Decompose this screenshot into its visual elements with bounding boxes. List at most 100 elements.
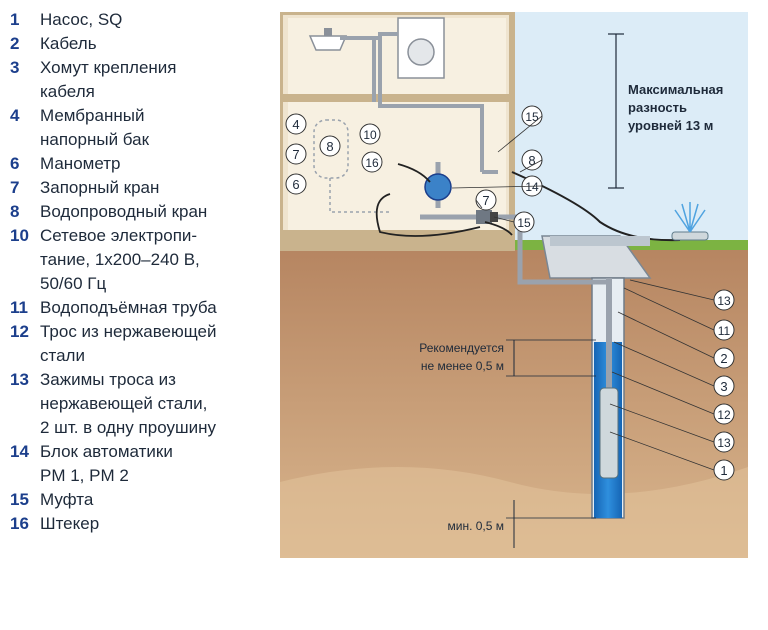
legend-item: 13 Зажимы троса из нержавеющей стали, 2 ш… — [10, 368, 272, 440]
svg-text:12: 12 — [717, 408, 731, 422]
sink — [308, 35, 348, 51]
svg-text:2: 2 — [720, 351, 727, 366]
pump — [599, 387, 619, 479]
callout-8: 8 — [319, 135, 341, 157]
callout-7: 7 — [475, 189, 497, 211]
washing-machine — [397, 17, 445, 79]
svg-text:1: 1 — [720, 463, 727, 478]
callout-6: 6 — [285, 173, 307, 195]
power-cable — [375, 163, 513, 237]
legend-text: Зажимы троса из нержавеющей стали, 2 шт.… — [40, 370, 216, 437]
svg-text:6: 6 — [292, 177, 299, 192]
lower-room — [288, 102, 506, 230]
legend-item: 6 Манометр — [10, 152, 272, 176]
svg-text:14: 14 — [525, 180, 539, 194]
legend: 1 Насос, SQ 2 Кабель 3 Хомут крепления кабе… — [10, 8, 272, 536]
callout-2: 2 — [713, 347, 735, 369]
svg-text:10: 10 — [363, 128, 377, 142]
legend-number: 13 — [10, 370, 29, 389]
foundation — [280, 230, 512, 248]
svg-text:13: 13 — [717, 294, 731, 308]
sprinkler-cable — [511, 171, 681, 242]
coupling — [476, 210, 492, 224]
leader-lines — [451, 115, 715, 471]
svg-text:3: 3 — [720, 379, 727, 394]
callout-13: 13 — [713, 431, 735, 453]
legend-text: Кабель — [40, 34, 97, 53]
legend-item: 4 Мембранный напорный бак — [10, 104, 272, 152]
legend-text: Мембранный напорный бак — [40, 106, 150, 149]
legend-text: Штекер — [40, 514, 100, 533]
svg-text:13: 13 — [717, 436, 731, 450]
legend-item: 16 Штекер — [10, 512, 272, 536]
legend-text: Муфта — [40, 490, 94, 509]
diagram-svg: Максимальная разность уровней 13 м Реком… — [277, 9, 748, 558]
callout-8: 8 — [521, 149, 543, 171]
legend-number: 16 — [10, 514, 29, 533]
callout-12: 12 — [713, 403, 735, 425]
legend-number: 4 — [10, 106, 20, 125]
membrane-tank — [313, 119, 349, 179]
legend-item: 8 Водопроводный кран — [10, 200, 272, 224]
svg-text:7: 7 — [482, 193, 489, 208]
house-pipe — [340, 32, 498, 174]
callout-1: 1 — [713, 459, 735, 481]
callout-15: 15 — [521, 105, 543, 127]
legend-number: 15 — [10, 490, 29, 509]
legend-text: Насос, SQ — [40, 10, 123, 29]
svg-text:15: 15 — [525, 110, 539, 124]
legend-item: 3 Хомут крепления кабеля — [10, 56, 272, 104]
callout-16: 16 — [361, 151, 383, 173]
legend-text: Запорный кран — [40, 178, 160, 197]
legend-item: 7 Запорный кран — [10, 176, 272, 200]
max-diff-label-2: разность — [628, 100, 687, 115]
legend-number: 12 — [10, 322, 29, 341]
svg-text:8: 8 — [528, 153, 535, 168]
sky — [512, 12, 748, 248]
control-unit — [424, 173, 452, 201]
callout-3: 3 — [713, 375, 735, 397]
legend-number: 7 — [10, 178, 20, 197]
riser-pipe — [606, 278, 612, 388]
legend-number: 6 — [10, 154, 20, 173]
legend-number: 1 — [10, 10, 20, 29]
sprinkler — [671, 231, 709, 241]
legend-item: 15 Муфта — [10, 488, 272, 512]
callout-13: 13 — [713, 289, 735, 311]
sprinkler-spray — [674, 202, 706, 233]
max-diff-label-3: уровней 13 м — [628, 118, 713, 133]
svg-text:4: 4 — [292, 117, 299, 132]
svg-text:16: 16 — [365, 156, 379, 170]
legend-item: 12 Трос из нержавеющей стали — [10, 320, 272, 368]
upper-room — [288, 18, 506, 94]
svg-text:11: 11 — [718, 324, 731, 338]
legend-text: Хомут крепления кабеля — [40, 58, 177, 101]
floor-slab — [280, 94, 512, 102]
legend-number: 2 — [10, 34, 20, 53]
legend-text: Трос из нержавеющей стали — [40, 322, 217, 365]
legend-number: 10 — [10, 226, 29, 245]
callout-11: 11 — [713, 319, 735, 341]
callout-10: 10 — [359, 123, 381, 145]
legend-number: 11 — [10, 298, 28, 317]
legend-text: Манометр — [40, 154, 121, 173]
svg-text:15: 15 — [517, 216, 531, 230]
tank-pipe — [329, 178, 390, 213]
recommend-label-1: Рекомендуется — [419, 341, 504, 355]
svg-text:8: 8 — [326, 139, 333, 154]
max-diff-label-1: Максимальная — [628, 82, 723, 97]
well-box-front — [550, 236, 650, 246]
legend-number: 8 — [10, 202, 20, 221]
recommend-label-2: не менее 0,5 м — [421, 359, 504, 373]
legend-text: Блок автоматики PM 1, PM 2 — [40, 442, 173, 485]
washing-machine-door — [407, 38, 435, 66]
legend-item: 1 Насос, SQ — [10, 8, 272, 32]
legend-number: 3 — [10, 58, 20, 77]
callout-15: 15 — [513, 211, 535, 233]
sink-tap — [324, 28, 332, 36]
legend-text: Водопроводный кран — [40, 202, 208, 221]
min-label: мин. 0,5 м — [447, 519, 504, 533]
